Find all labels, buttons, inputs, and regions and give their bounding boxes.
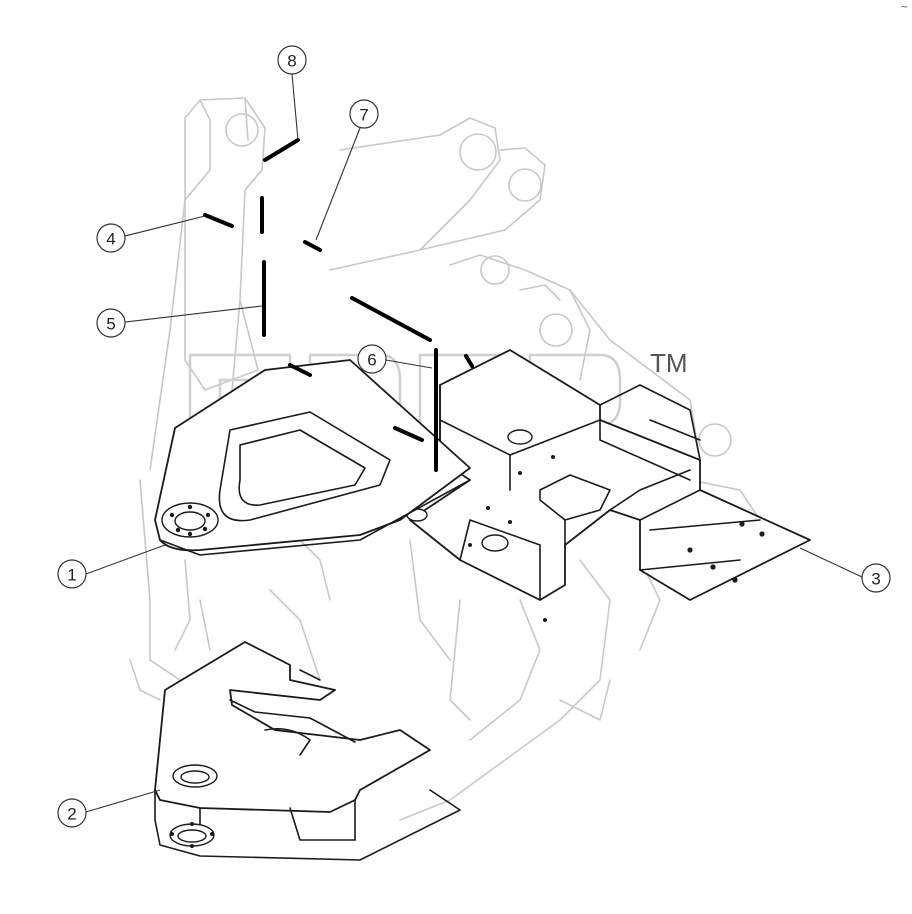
callout-bubble-1: [57, 559, 87, 589]
ghost-frame: [129, 97, 761, 821]
callout-5: 5: [106, 315, 115, 334]
part-2-lower-yoke: [154, 641, 461, 861]
weld-8: [263, 138, 300, 162]
callout-1: 1: [67, 566, 76, 585]
callout-6: 6: [367, 351, 376, 370]
callout-bubble-2: [57, 798, 87, 828]
weld-1: [288, 363, 312, 377]
weld-1c: [464, 354, 474, 368]
callout-bubble-6: [357, 344, 387, 374]
part-3-frame-assembly: [406, 349, 811, 622]
callout-7: 7: [359, 106, 368, 125]
callouts: 1 2 3 4 5 6 7 8: [57, 45, 891, 828]
corner-glyph: ~: [900, 2, 908, 13]
callout-3: 3: [871, 570, 880, 589]
weld-6: [350, 296, 432, 342]
weld-7: [303, 240, 322, 252]
weld-1b: [393, 426, 424, 442]
callout-4: 4: [106, 230, 115, 249]
callout-8: 8: [287, 52, 296, 71]
callout-bubble-8: [277, 45, 307, 75]
part-1-upper-plate: [154, 359, 471, 556]
watermark-tm: TM: [650, 348, 688, 378]
callout-bubble-5: [96, 308, 126, 338]
weld-beads: [203, 138, 474, 472]
weld-4: [203, 213, 234, 228]
callout-bubble-7: [349, 99, 379, 129]
callout-bubble-3: [861, 563, 891, 593]
callout-2: 2: [67, 805, 76, 824]
callout-bubble-4: [96, 223, 126, 253]
